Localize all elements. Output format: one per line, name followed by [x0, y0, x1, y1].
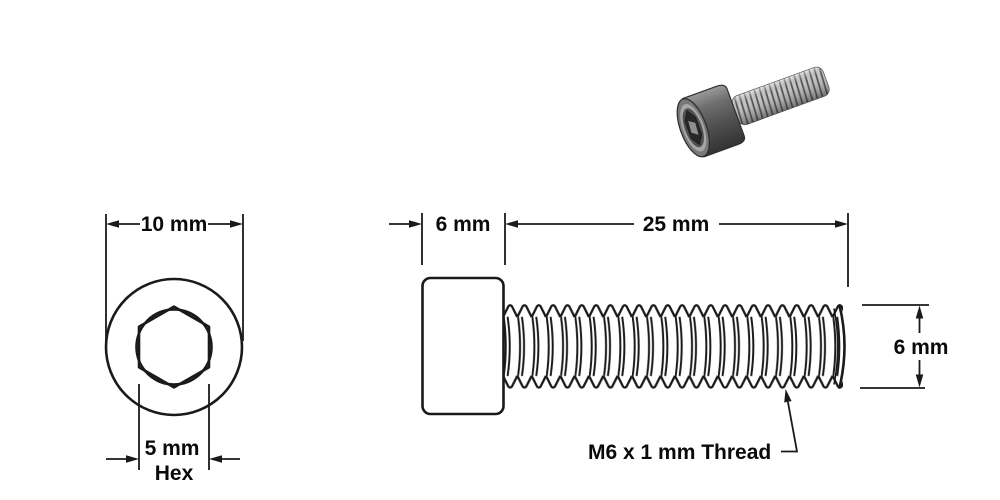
head-length-label: 6 mm: [436, 213, 491, 236]
side-head-outline: [421, 276, 505, 416]
head-outline-circle: [104, 277, 244, 417]
socket-type-label: Hex: [155, 462, 194, 485]
thread-diameter-label: 6 mm: [894, 336, 949, 359]
side-view: [421, 276, 846, 416]
thread-end-cap: [838, 304, 846, 389]
arrowhead-left: [409, 220, 422, 228]
socket-width-label: 5 mm: [145, 437, 200, 460]
side-threads: [503, 303, 843, 390]
arrowhead-left: [106, 220, 119, 228]
arrowhead-left: [126, 455, 139, 463]
arrowhead-down: [915, 374, 924, 388]
arrowhead-leader: [784, 389, 792, 403]
thread-end-cap-inner: [833, 308, 839, 385]
end-view: [104, 277, 244, 417]
arrowhead-right: [209, 455, 222, 463]
thread-callout-label: M6 x 1 mm Thread: [588, 441, 771, 464]
dim-head-length: 6 mm: [389, 213, 506, 265]
iso-view-screw: [676, 66, 830, 158]
thread-length-label: 25 mm: [643, 213, 710, 236]
socket-circle: [135, 308, 213, 386]
dim-thread-length: 25 mm: [505, 213, 849, 287]
arrowhead-left: [505, 220, 518, 228]
arrowhead-up: [915, 305, 924, 319]
dim-socket-hex: 5 mm Hex: [106, 384, 240, 485]
iso-socket-floor: [688, 121, 699, 135]
hex-socket-outline: [137, 305, 211, 389]
arrowhead-right: [230, 220, 243, 228]
dim-thread-diameter: 6 mm: [860, 304, 949, 389]
iso-threaded-shaft: [731, 66, 830, 126]
arrowhead-right: [835, 220, 848, 228]
iso-screw-head: [676, 84, 746, 158]
head-diameter-label: 10 mm: [141, 213, 208, 236]
dim-head-diameter: 10 mm: [105, 213, 244, 341]
thread-callout: M6 x 1 mm Thread: [588, 389, 799, 464]
